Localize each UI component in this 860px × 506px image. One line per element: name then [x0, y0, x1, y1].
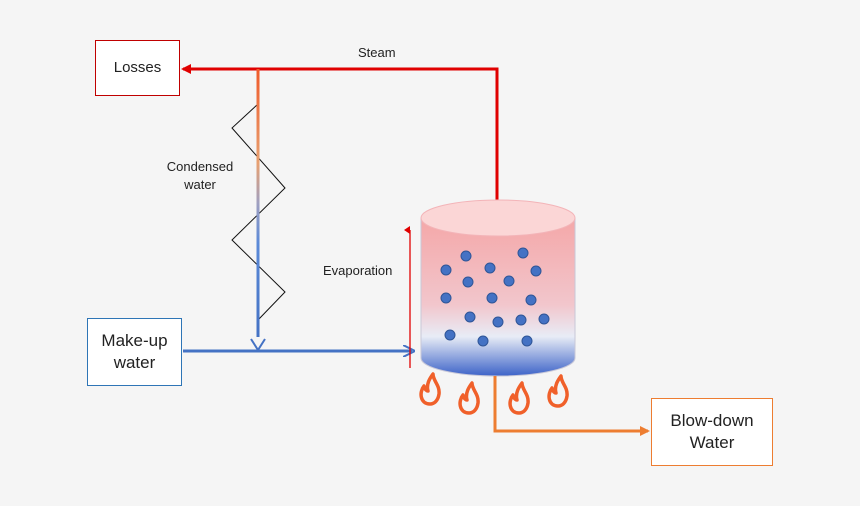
condensed-water-label: Condensed water — [166, 159, 234, 192]
losses-label: Losses — [113, 59, 162, 77]
condensed-water-line — [256, 69, 260, 337]
flame-icon — [458, 381, 480, 415]
flame-icon — [419, 372, 441, 406]
flame-icon — [547, 374, 569, 408]
condensed-water-arrowhead — [250, 338, 266, 352]
steam-label: Steam — [358, 45, 396, 60]
makeup-water-label: Make-up water — [101, 330, 168, 372]
evaporation-label: Evaporation — [323, 263, 393, 278]
boiler-tank — [420, 199, 576, 377]
water-bubbles — [440, 247, 550, 347]
blowdown-water-label: Blow-down Water — [670, 410, 754, 452]
flame-icons — [419, 372, 569, 415]
steam-line — [181, 64, 499, 207]
blowdown-water-box: Blow-down Water — [651, 398, 773, 466]
blowdown-line — [493, 376, 650, 436]
makeup-water-box: Make-up water — [87, 318, 182, 386]
flame-icon — [508, 381, 530, 415]
losses-box: Losses — [95, 40, 180, 96]
